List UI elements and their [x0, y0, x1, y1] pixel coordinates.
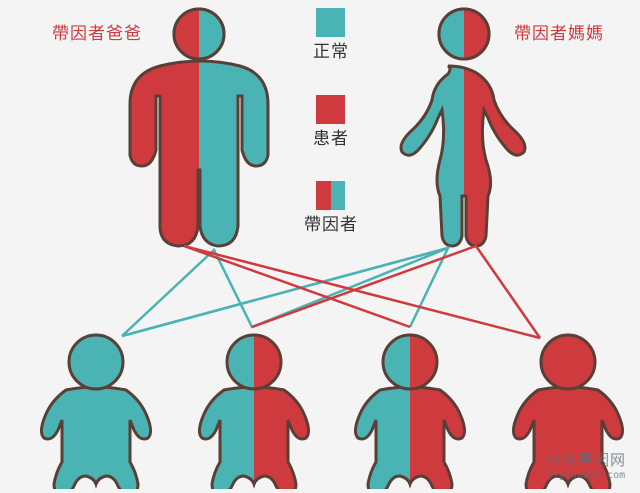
- legend-normal-label: 正常: [313, 42, 349, 62]
- legend-carrier-label: 帶因者: [304, 215, 358, 235]
- mother-mutant-line: [251, 244, 542, 339]
- children: [39, 333, 625, 493]
- father-body: [128, 59, 270, 248]
- legend-normal-swatch: [316, 8, 345, 37]
- father-mutant-line: [183, 244, 411, 329]
- legend: [316, 8, 345, 210]
- father-label: 帶因者爸爸: [52, 24, 142, 44]
- legend-patient-label: 患者: [313, 129, 349, 149]
- father-head: [172, 7, 226, 61]
- legend-patient-swatch: [316, 95, 345, 124]
- mother-body: [399, 64, 527, 248]
- mother-figure: [399, 7, 527, 248]
- watermark: 中国基因网 jiyinwang.com: [546, 449, 626, 481]
- mother-label: 帶因者媽媽: [514, 24, 604, 44]
- child-head: [225, 333, 283, 391]
- legend-carrier-swatch: [316, 181, 345, 210]
- watermark-title: 中国基因网: [545, 451, 626, 469]
- child-2-carrier: [197, 333, 311, 493]
- mother-normal-line: [121, 246, 451, 338]
- mother-head: [437, 7, 491, 61]
- father-mutant-line-2: [183, 244, 541, 340]
- child-body: [353, 385, 467, 493]
- child-head: [381, 333, 439, 391]
- child-head: [539, 333, 597, 391]
- child-head: [67, 333, 125, 391]
- inheritance-lines: [121, 244, 542, 340]
- father-figure: [128, 7, 270, 248]
- child-3-carrier: [353, 333, 467, 493]
- child-1-normal: [39, 333, 153, 493]
- child-body: [39, 385, 153, 493]
- watermark-url: jiyinwang.com: [546, 470, 626, 481]
- child-body: [197, 385, 311, 493]
